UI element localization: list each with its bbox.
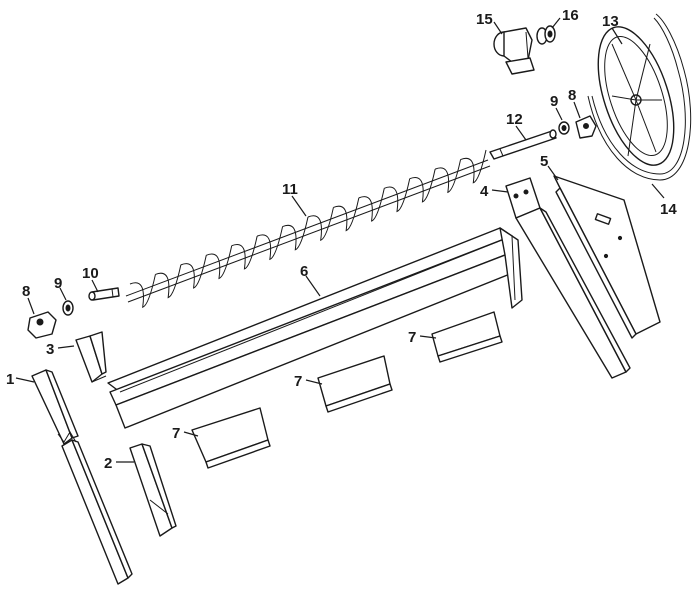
callout-6: 6 [300, 263, 308, 280]
callout-13: 13 [602, 13, 619, 30]
side-plate-part-5 [553, 175, 661, 339]
callout-9-left: 9 [54, 275, 62, 292]
sheave-part-16 [536, 25, 556, 45]
stub-shaft-part-10 [88, 287, 120, 301]
brace-part-2 [129, 443, 177, 537]
trough-part-6 [107, 227, 523, 429]
pulley-part-13 [597, 26, 675, 166]
callout-9-right: 9 [550, 93, 558, 110]
bearing-part-8-left [27, 311, 57, 339]
callout-2: 2 [104, 455, 112, 472]
bushing-part-9-right [558, 121, 570, 135]
callout-7c: 7 [408, 329, 416, 346]
cover-part-7-a [191, 407, 271, 469]
belt-part-14 [587, 13, 692, 181]
shaft-part-12 [489, 129, 557, 160]
leg-part-1 [31, 369, 133, 585]
callout-12: 12 [506, 111, 523, 128]
callout-15: 15 [476, 11, 493, 28]
gearbox-part-15 [493, 27, 535, 75]
leg-part-4 [505, 177, 631, 379]
callout-7a: 7 [172, 425, 180, 442]
callout-5: 5 [540, 153, 548, 170]
callout-3: 3 [46, 341, 54, 358]
leader-lines [15, 17, 665, 463]
cover-part-7-b [317, 355, 393, 413]
callout-labels: 1 2 3 4 5 6 7 7 7 8 8 9 9 10 11 12 13 14… [6, 7, 677, 472]
callout-7b: 7 [294, 373, 302, 390]
auger-part-11 [125, 149, 491, 308]
cover-part-7-c [431, 311, 503, 363]
callout-16: 16 [562, 7, 579, 24]
callout-4: 4 [480, 183, 489, 200]
callout-11: 11 [282, 181, 298, 198]
bracket-part-3 [75, 331, 107, 383]
callout-8-left: 8 [22, 283, 30, 300]
callout-10: 10 [82, 265, 99, 282]
callout-14: 14 [660, 201, 677, 218]
callout-8-right: 8 [568, 87, 576, 104]
callout-1: 1 [6, 371, 14, 388]
bearing-part-8-right [575, 115, 597, 139]
bushing-part-9-left [62, 300, 74, 316]
